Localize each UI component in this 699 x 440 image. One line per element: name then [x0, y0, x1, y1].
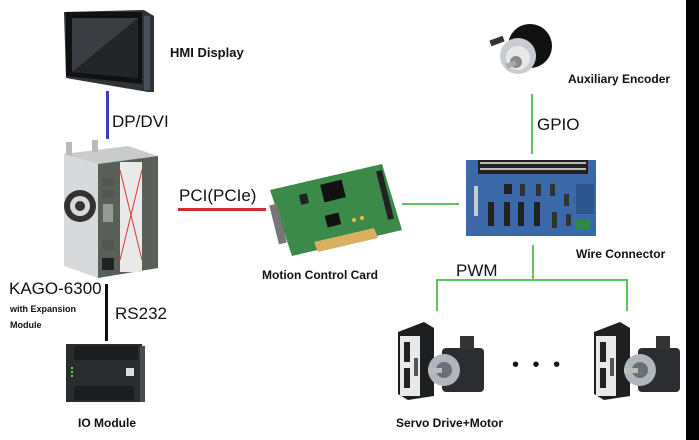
ipc-label: KAGO-6300	[9, 279, 102, 298]
pwm-drop-left	[436, 279, 438, 311]
pci-link	[178, 208, 266, 211]
io-label: IO Module	[78, 416, 136, 430]
wire-label: Wire Connector	[576, 247, 666, 261]
rs232-label: RS232	[115, 304, 167, 323]
ellipsis: • • •	[512, 354, 565, 376]
encoder-label: Auxiliary Encoder	[568, 72, 671, 86]
servo-drive-motor-2	[590, 318, 690, 402]
pwm-trunk	[532, 245, 534, 280]
industrial-pc	[58, 140, 166, 285]
servo-label: Servo Drive+Motor	[396, 416, 504, 430]
hmi-display	[60, 6, 156, 94]
servo-drive-motor-icon	[594, 322, 680, 400]
gpio-link	[531, 94, 533, 154]
servo-drive-motor-icon	[398, 322, 484, 400]
touch-panel-icon	[64, 10, 154, 92]
terminal-board-icon	[466, 160, 596, 236]
auxiliary-encoder	[488, 20, 554, 80]
pwm-drop-right	[626, 279, 628, 311]
gpio-label: GPIO	[537, 115, 580, 134]
ipc-sublabel-2: Module	[10, 320, 42, 330]
edge-strip	[686, 0, 699, 440]
rotary-encoder-icon	[489, 24, 552, 74]
dp-dvi-link	[106, 91, 109, 139]
io-module-icon	[66, 344, 145, 402]
servo-drive-motor-1	[394, 318, 494, 402]
dp-dvi-label: DP/DVI	[112, 112, 169, 131]
hmi-label: HMI Display	[170, 45, 244, 60]
motion-control-card	[262, 160, 402, 260]
pci-label: PCI(PCIe)	[179, 186, 257, 205]
pwm-label: PWM	[456, 261, 498, 280]
wire-connector	[462, 156, 600, 238]
rs232-link	[105, 284, 108, 341]
io-module	[62, 338, 146, 410]
card-label: Motion Control Card	[262, 268, 378, 282]
card-to-connector-link	[402, 203, 459, 205]
ipc-sublabel-1: with Expansion	[10, 304, 77, 314]
industrial-pc-icon	[64, 140, 158, 278]
pwm-bus	[436, 279, 628, 281]
pci-card-icon	[269, 164, 402, 256]
